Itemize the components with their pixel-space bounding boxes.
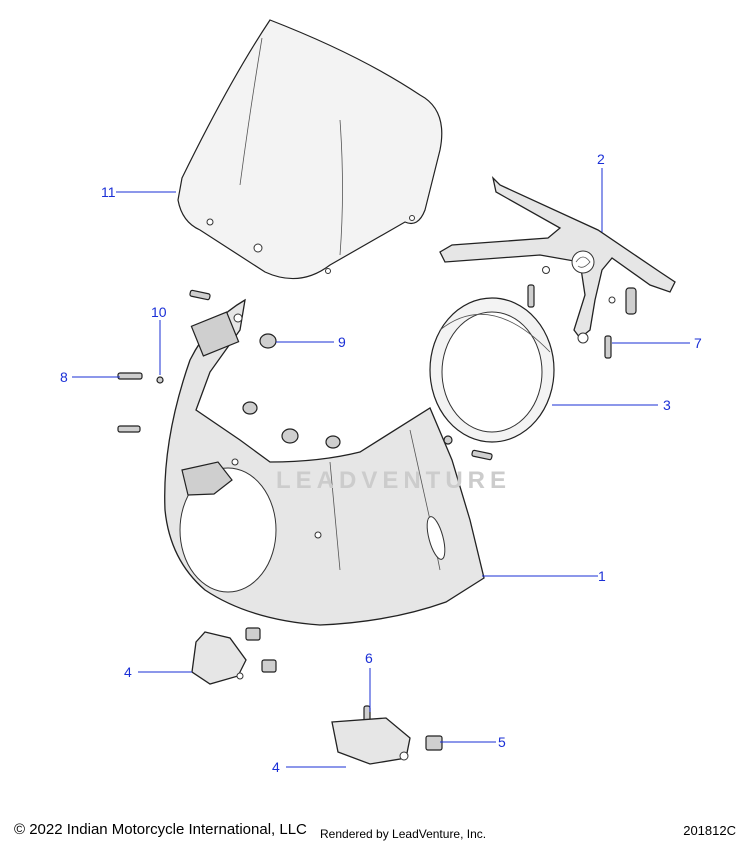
callout-1: 1 xyxy=(598,568,606,584)
rubber-grommets[interactable] xyxy=(242,333,341,449)
callout-3: 3 xyxy=(663,397,671,413)
side-bracket-upper-part[interactable] xyxy=(191,627,277,685)
callout-6: 6 xyxy=(365,650,373,666)
copyright-text: © 2022 Indian Motorcycle International, … xyxy=(14,821,307,838)
headlight-ring-part[interactable] xyxy=(429,297,555,443)
callout-11: 11 xyxy=(101,184,116,200)
callout-8: 8 xyxy=(60,369,68,385)
watermark-text: LEADVENTURE xyxy=(276,467,511,494)
callout-9: 9 xyxy=(338,334,346,350)
callout-2: 2 xyxy=(597,151,605,167)
leader-lines xyxy=(72,168,690,768)
callout-5: 5 xyxy=(498,734,506,750)
parts-diagram: LEADVENTURE 1 2 3 4 4 5 6 7 8 9 10 11 xyxy=(60,19,702,775)
windshield-part[interactable] xyxy=(177,19,443,280)
callout-10: 10 xyxy=(151,304,167,320)
clip-nut-part[interactable] xyxy=(425,735,443,751)
diagram-id: 201812C xyxy=(683,823,736,838)
callout-4-upper: 4 xyxy=(124,664,132,680)
headlight-fairing-part[interactable] xyxy=(164,298,485,626)
callout-4-lower: 4 xyxy=(272,759,280,775)
side-bracket-lower-part[interactable] xyxy=(331,717,411,765)
callout-labels: 1 2 3 4 4 5 6 7 8 9 10 11 xyxy=(60,151,702,775)
rendered-by-text: Rendered by LeadVenture, Inc. xyxy=(320,827,487,841)
callout-7: 7 xyxy=(694,335,702,351)
headlight-bracket-part[interactable] xyxy=(439,175,676,344)
